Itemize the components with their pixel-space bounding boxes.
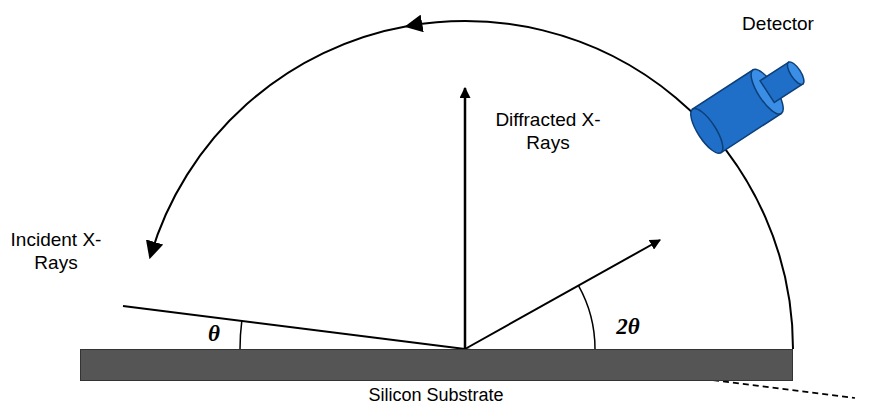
normal-arrow — [464, 88, 467, 349]
node-caption: Silicon Substrate — [368, 385, 503, 405]
incident-ray — [123, 306, 465, 349]
scan-arc — [151, 26, 409, 256]
detector-label: Detector — [742, 13, 814, 36]
detector-icon — [685, 49, 814, 158]
angle-label: θ — [208, 320, 220, 348]
incident-label: Incident X-Rays — [6, 229, 106, 275]
diffracted-label: Diffracted X-Rays — [492, 109, 604, 155]
two-theta-arc — [579, 286, 596, 349]
angle-label: 2θ — [616, 313, 639, 341]
substrate-slab: Silicon Substrate — [80, 349, 793, 381]
diffracted-ray — [465, 240, 660, 349]
scan-arc — [408, 21, 793, 349]
theta-arc — [240, 321, 242, 349]
